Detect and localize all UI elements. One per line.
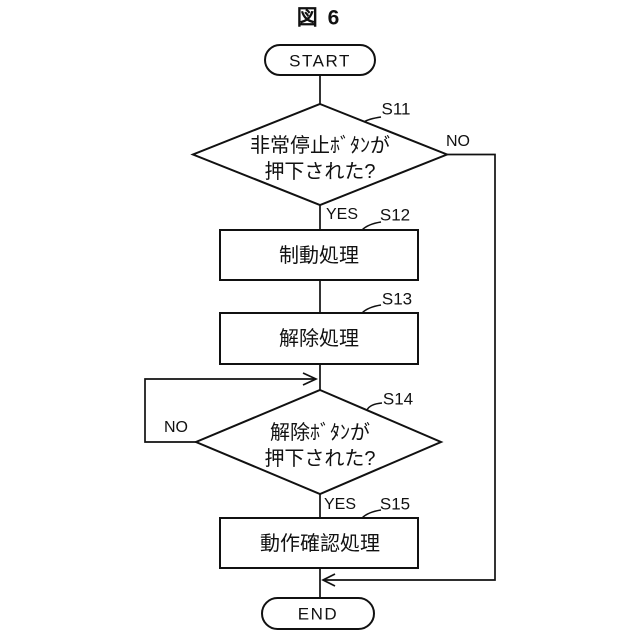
leader-s12 xyxy=(361,221,382,231)
end-terminal-shape xyxy=(261,597,375,630)
process-s13-label: 解除処理 xyxy=(279,328,359,350)
decision-s11-line2: 押下された? xyxy=(264,161,376,183)
branch-label-s14-no: NO xyxy=(164,419,188,436)
decision-s11-question: 非常停止ﾎﾞﾀﾝが 押下された? xyxy=(250,133,390,185)
figure-title: 図 6 xyxy=(296,6,342,30)
process-s15-label: 動作確認処理 xyxy=(260,533,380,555)
decision-s11-line1: 非常停止ﾎﾞﾀﾝが xyxy=(250,135,390,157)
branch-label-s11-no: NO xyxy=(446,133,470,150)
step-tag-s13: S13 xyxy=(381,289,413,309)
start-terminal-label: START xyxy=(289,51,351,71)
connector-s14-no-loop xyxy=(144,378,315,443)
branch-label-s11-yes: YES xyxy=(325,206,359,223)
leader-s11 xyxy=(363,116,382,123)
leader-s15 xyxy=(361,509,382,519)
process-s12-shape xyxy=(219,229,419,281)
arrowhead-right-icon xyxy=(302,372,319,386)
step-tag-s11: S11 xyxy=(381,99,411,119)
decision-s14-question: 解除ﾎﾞﾀﾝが 押下された? xyxy=(264,420,375,472)
step-tag-s15: S15 xyxy=(379,494,411,514)
decision-s14-line2: 押下された? xyxy=(264,448,376,470)
step-tag-s14: S14 xyxy=(382,389,414,409)
step-tag-s12: S12 xyxy=(379,205,411,225)
connector-s11-no-branch xyxy=(324,153,496,581)
process-s15-shape xyxy=(219,517,419,569)
decision-s14-line1: 解除ﾎﾞﾀﾝが xyxy=(270,422,370,444)
end-terminal-label: END xyxy=(297,604,339,624)
process-s12-label: 制動処理 xyxy=(279,245,359,267)
branch-label-s14-yes: YES xyxy=(323,496,357,513)
process-s13-shape xyxy=(219,312,419,365)
leader-s14 xyxy=(366,402,383,411)
leader-s13 xyxy=(361,304,382,314)
arrowhead-left-icon xyxy=(321,573,336,587)
